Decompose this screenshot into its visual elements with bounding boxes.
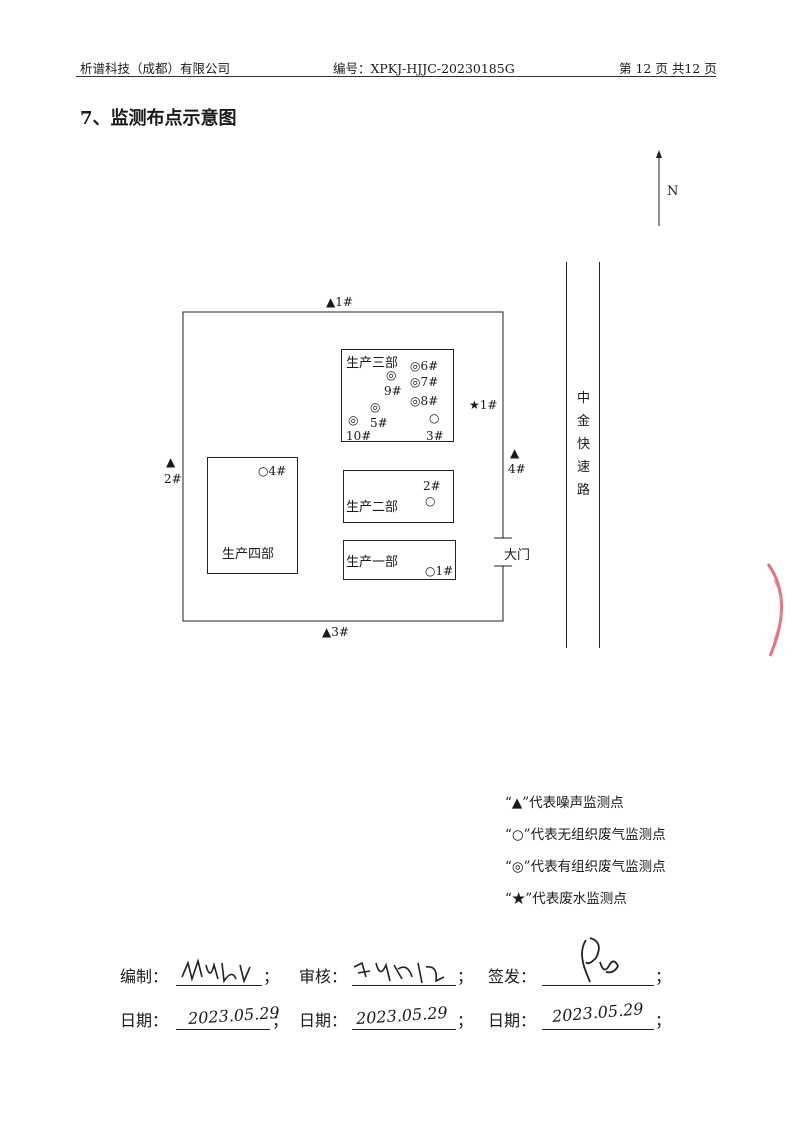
double-circle-icon: ◎ <box>410 375 421 389</box>
unorganized-point-4: ○4# <box>258 464 286 478</box>
organized-point-6: ◎6# <box>410 359 438 373</box>
compile-date-underline <box>176 1029 270 1030</box>
noise-point-1-label: 1# <box>335 295 353 309</box>
noise-point-1: ▲1# <box>326 295 353 309</box>
compile-date: 2023.05.29 <box>187 1002 281 1029</box>
unorganized-point-3-marker: ○ <box>429 411 439 425</box>
north-arrow-icon <box>656 150 662 226</box>
organized-point-8-label: 8# <box>420 394 439 408</box>
legend-wastewater: “★”代表废水监测点 <box>505 891 627 907</box>
header-company: 析谱科技（成都）有限公司 <box>80 61 231 76</box>
unorganized-point-2-label: 2# <box>423 479 441 493</box>
building-1 <box>343 540 456 580</box>
compile-label: 编制： <box>120 967 169 986</box>
legend-unorganized: “○”代表无组织废气监测点 <box>505 827 666 843</box>
review-sep: ； <box>457 967 474 986</box>
section-title: 7、监测布点示意图 <box>80 108 237 129</box>
noise-point-2-label: 2# <box>164 472 182 486</box>
triangle-icon: ▲ <box>322 625 332 639</box>
noise-point-3: ▲3# <box>322 625 349 639</box>
double-circle-icon: ◎ <box>410 394 421 408</box>
building-1-label: 生产一部 <box>346 555 399 570</box>
issue-label: 签发： <box>488 967 537 986</box>
double-circle-icon: ◎ <box>410 359 421 373</box>
review-underline <box>352 985 456 986</box>
triangle-icon: ▲ <box>166 455 176 469</box>
compile-sep: ； <box>263 967 280 986</box>
road-char-5: 路 <box>577 483 591 498</box>
double-circle-icon: ◎ <box>348 413 359 427</box>
organized-point-10-label: 10# <box>346 429 372 443</box>
building-3-label: 生产三部 <box>346 356 399 371</box>
gate-label: 大门 <box>504 548 531 563</box>
compile-date-label: 日期： <box>120 1011 169 1030</box>
noise-point-4-marker: ▲ <box>510 446 519 460</box>
organized-point-8: ◎8# <box>410 394 438 408</box>
stamp-fragment <box>766 563 783 657</box>
circle-icon: ○ <box>258 464 269 478</box>
noise-point-2-marker: ▲ <box>166 455 175 469</box>
review-signature <box>353 961 445 984</box>
issue-date-underline <box>542 1029 654 1030</box>
noise-point-4-label: 4# <box>508 462 526 476</box>
organized-point-9-marker: ◎ <box>386 368 396 382</box>
building-3 <box>341 349 454 442</box>
organized-point-5-marker: ◎ <box>370 400 380 414</box>
unorganized-point-2-marker: ○ <box>425 494 435 508</box>
issue-date-sep: ； <box>655 1011 672 1030</box>
issue-underline <box>542 985 654 986</box>
compile-underline <box>176 985 262 986</box>
road-char-2: 金 <box>577 414 591 429</box>
organized-point-10-marker: ◎ <box>348 413 358 427</box>
unorganized-point-3-label: 3# <box>426 429 444 443</box>
review-label: 审核： <box>299 967 348 986</box>
wastewater-point-1-label: 1# <box>479 398 498 412</box>
organized-point-9-label: 9# <box>384 384 402 398</box>
road-char-1: 中 <box>577 391 591 406</box>
double-circle-icon: ◎ <box>386 368 397 382</box>
wastewater-point-1: ★1# <box>469 398 497 412</box>
road-edge-right <box>599 262 600 648</box>
noise-point-3-label: 3# <box>331 625 349 639</box>
header-report-no: 编号：XPKJ-HJJC-20230185G <box>333 61 515 76</box>
circle-icon: ○ <box>429 411 440 425</box>
issue-date-label: 日期： <box>488 1011 537 1030</box>
review-date-underline <box>352 1029 456 1030</box>
organized-point-7-label: 7# <box>420 375 439 389</box>
circle-icon: ○ <box>425 494 436 508</box>
road-char-3: 快 <box>577 437 591 452</box>
road-char-4: 速 <box>577 460 591 475</box>
building-4-label: 生产四部 <box>222 547 275 562</box>
organized-point-6-label: 6# <box>420 359 439 373</box>
issue-signature <box>581 937 620 983</box>
double-circle-icon: ◎ <box>370 400 381 414</box>
legend-noise: “▲”代表噪声监测点 <box>505 795 624 811</box>
review-date-sep: ； <box>457 1011 474 1030</box>
road-edge-left <box>566 262 567 648</box>
unorganized-point-1-label: 1# <box>435 564 454 578</box>
header-page: 第 12 页 共12 页 <box>619 61 717 76</box>
circle-icon: ○ <box>425 564 436 578</box>
triangle-icon: ▲ <box>326 295 336 309</box>
building-2 <box>343 470 454 523</box>
star-icon: ★ <box>469 398 480 412</box>
issue-date: 2023.05.29 <box>551 999 645 1026</box>
compile-signature <box>181 958 251 984</box>
legend-organized: “◎”代表有组织废气监测点 <box>505 859 666 875</box>
compile-date-sep: ； <box>272 1011 289 1030</box>
review-date-label: 日期： <box>299 1011 348 1030</box>
unorganized-point-4-label: 4# <box>268 464 287 478</box>
organized-point-5-label: 5# <box>370 416 388 430</box>
building-4 <box>207 457 298 574</box>
issue-sep: ； <box>655 967 672 986</box>
north-label: N <box>667 184 679 199</box>
organized-point-7: ◎7# <box>410 375 438 389</box>
triangle-icon: ▲ <box>510 446 520 460</box>
review-date: 2023.05.29 <box>355 1002 449 1029</box>
site-boundary <box>182 311 512 622</box>
unorganized-point-1: ○1# <box>425 564 453 578</box>
header-rule <box>76 76 716 77</box>
building-2-label: 生产二部 <box>346 500 399 515</box>
